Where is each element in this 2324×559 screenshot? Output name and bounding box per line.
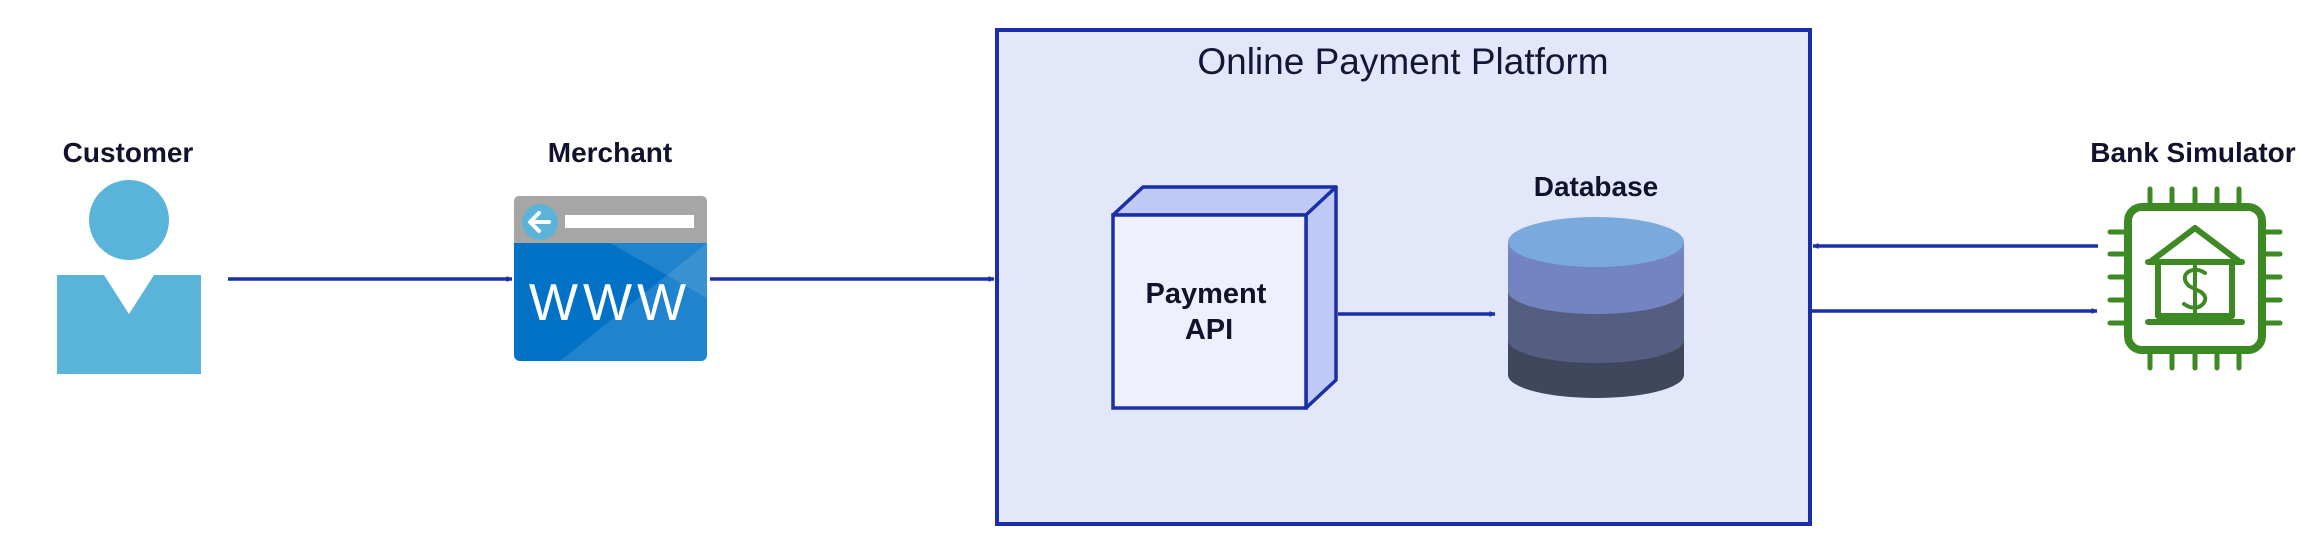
payment-api-node: Payment API <box>1111 185 1338 410</box>
bank-chip-icon <box>2107 186 2283 371</box>
platform-title: Online Payment Platform <box>1197 41 1608 82</box>
customer-label: Customer <box>63 137 194 168</box>
database-node: Database <box>1508 171 1684 398</box>
connections <box>228 243 2098 317</box>
web-browser-icon: WWW <box>514 196 707 361</box>
bank-simulator-node: Bank Simulator <box>2090 137 2296 371</box>
payment-api-label-line1: Payment <box>1146 278 1267 310</box>
database-label: Database <box>1534 171 1659 202</box>
payment-api-front-face <box>1111 213 1308 410</box>
payment-api-label-line2: API <box>1185 314 1233 346</box>
bank-simulator-label: Bank Simulator <box>2090 137 2295 168</box>
customer-node: Customer <box>57 137 201 374</box>
address-bar <box>565 215 694 228</box>
person-icon <box>57 180 201 374</box>
database-cylinder-icon <box>1508 217 1684 398</box>
payment-api-top-face <box>1111 185 1338 217</box>
merchant-node: Merchant WWW <box>514 137 707 361</box>
www-text: WWW <box>529 274 691 332</box>
payment-api-side-face <box>1304 185 1338 410</box>
merchant-label: Merchant <box>548 137 672 168</box>
